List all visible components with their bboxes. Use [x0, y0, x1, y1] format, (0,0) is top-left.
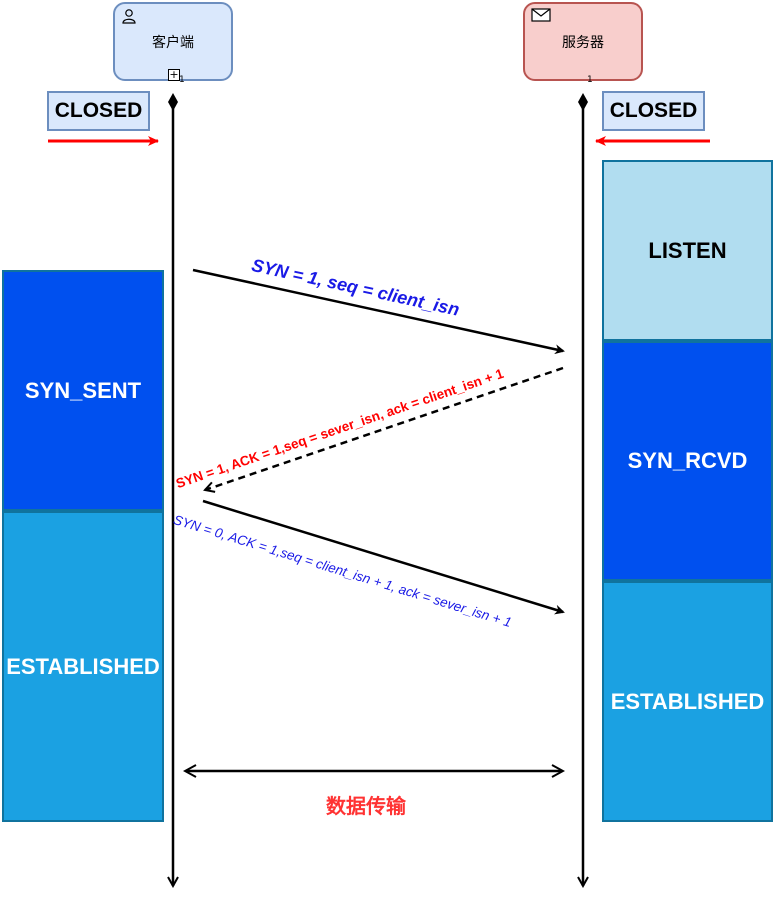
user-icon — [121, 8, 137, 24]
client-badge: 1 — [179, 75, 185, 85]
data-transfer-label: 数据传输 — [326, 794, 406, 818]
server-established-state: ESTABLISHED — [602, 581, 773, 822]
ack-arrow — [202, 499, 565, 615]
client-closed-state: CLOSED — [47, 91, 150, 131]
server-closed-state: CLOSED — [602, 91, 705, 131]
server-lifeline-diamond — [578, 93, 588, 111]
client-actor: 客户端 + 1 — [113, 2, 233, 85]
envelope-icon — [531, 8, 551, 22]
client-label: 客户端 — [152, 34, 194, 51]
server-listen-state: LISTEN — [602, 160, 773, 341]
syn-arrow — [192, 268, 565, 355]
server-syn-rcvd-state: SYN_RCVD — [602, 341, 773, 581]
server-badge: 1 — [587, 75, 593, 85]
client-syn-sent-state: SYN_SENT — [2, 270, 164, 511]
client-established-state: ESTABLISHED — [2, 511, 164, 822]
expand-icon: + — [168, 68, 180, 81]
server-label: 服务器 — [562, 34, 604, 51]
client-lifeline-diamond — [168, 93, 178, 111]
server-actor: 服务器 1 — [523, 2, 643, 85]
syn-ack-arrow — [205, 366, 564, 490]
